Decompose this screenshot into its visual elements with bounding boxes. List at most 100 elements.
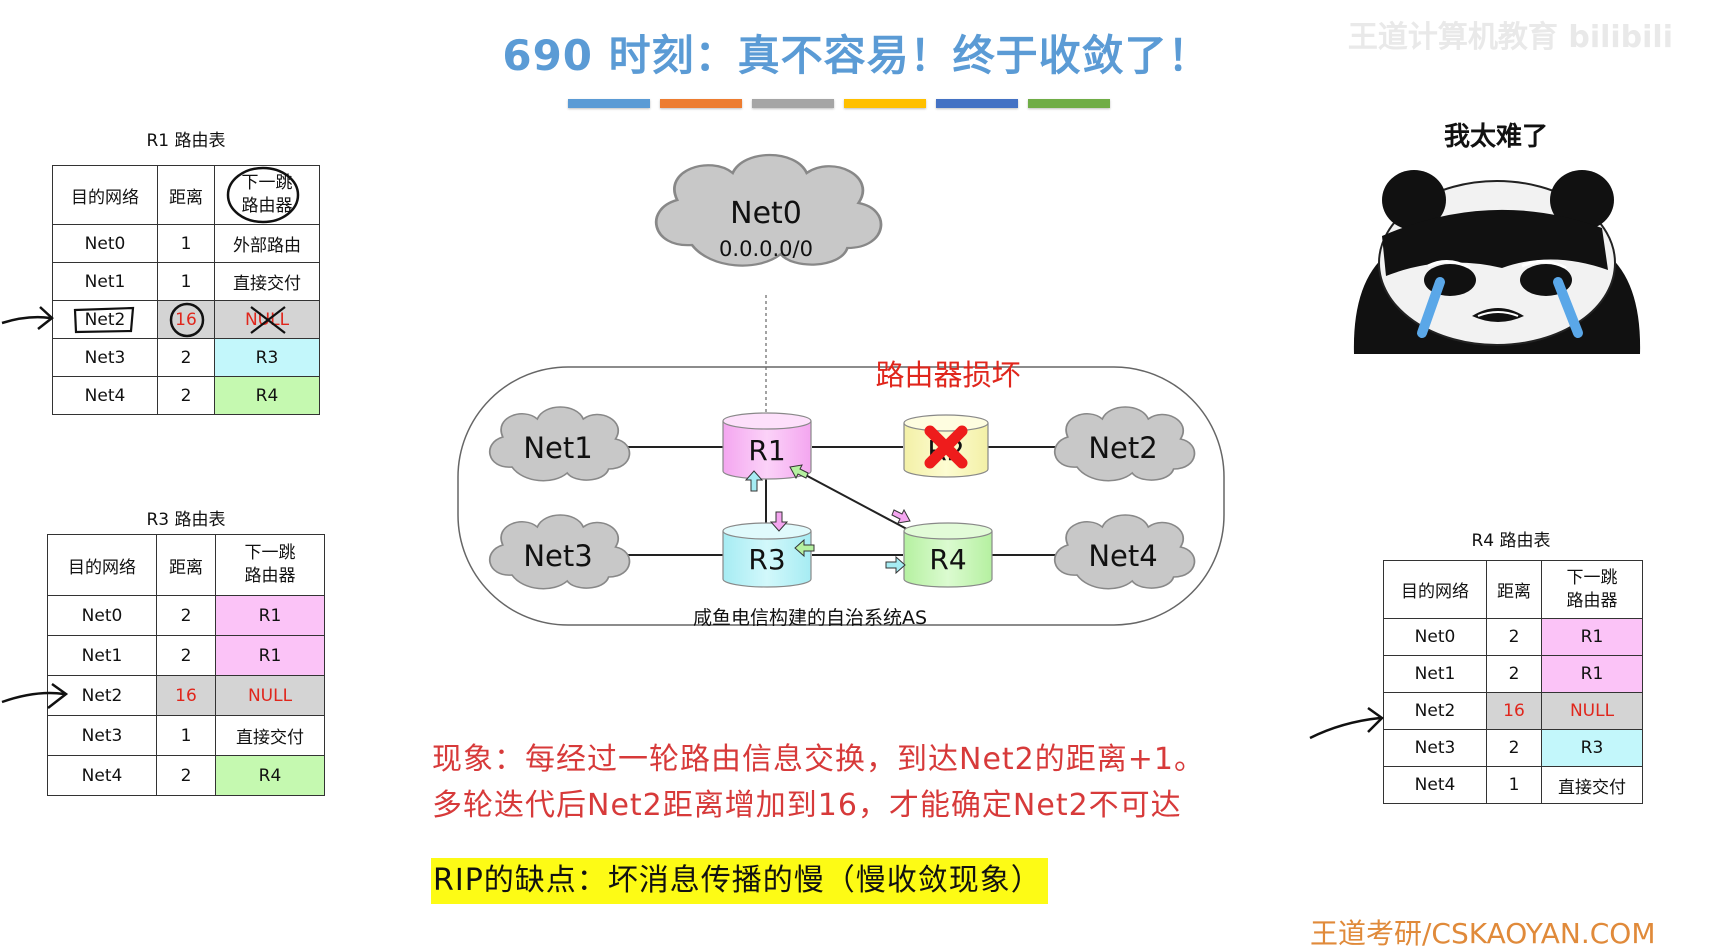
color-bar-seg xyxy=(660,99,742,108)
broken-x-icon xyxy=(924,425,968,469)
footer-brand: 王道考研/CSKAOYAN.COM xyxy=(1310,917,1656,950)
cell: 直接交付 xyxy=(214,262,320,301)
router-r3 xyxy=(722,522,812,588)
net1-label: Net1 xyxy=(523,431,592,465)
cell: Net0 xyxy=(1383,618,1487,656)
cell: 2 xyxy=(1486,729,1542,767)
r3-table-caption: R3 路由表 xyxy=(146,510,226,530)
link xyxy=(797,470,919,536)
update-arrow-icon xyxy=(744,470,764,492)
panda-caption: 我太难了 xyxy=(1444,122,1549,152)
circle-annotation-icon xyxy=(226,166,300,224)
table-row: Net0 2 R1 xyxy=(47,595,325,636)
update-arrow-icon xyxy=(769,511,789,532)
cell: Net4 xyxy=(1383,766,1487,804)
cross-out-icon xyxy=(250,306,286,334)
color-bar-seg xyxy=(844,99,926,108)
cell: 2 xyxy=(157,338,215,377)
update-arrow-icon xyxy=(789,464,809,480)
as-label: 咸鱼电信构建的自治系统AS xyxy=(693,607,927,629)
cell: Net1 xyxy=(1383,655,1487,693)
table-row: Net2 16 NULL xyxy=(52,300,320,339)
net4-label: Net4 xyxy=(1088,539,1157,573)
watermark: 王道计算机教育 bilibili xyxy=(1347,20,1673,55)
router-r1 xyxy=(722,412,812,480)
cell: Net3 xyxy=(52,338,158,377)
r4-routing-table: 目的网络 距离 下一跳 路由器 Net0 2 R1 Net1 2 R1 Net2… xyxy=(1383,560,1643,804)
header-distance: 距离 xyxy=(156,534,216,596)
table-row: Net1 2 R1 xyxy=(1383,655,1643,693)
header-next-hop: 下一跳 路由器 xyxy=(214,165,320,225)
cell: 外部路由 xyxy=(214,224,320,263)
update-arrow-icon xyxy=(885,555,906,575)
cell: 1 xyxy=(157,262,215,301)
router-r4 xyxy=(903,522,993,588)
cell: R4 xyxy=(215,755,325,796)
cell: R1 xyxy=(1541,618,1643,656)
title-number: 690 xyxy=(502,31,594,80)
table-row: Net4 2 R4 xyxy=(52,376,320,415)
cell: 16 xyxy=(157,300,215,339)
r4-table-caption: R4 路由表 xyxy=(1471,531,1551,551)
pointer-arrow-icon xyxy=(1,682,69,709)
header-dest: 目的网络 xyxy=(1383,560,1487,619)
table-row: Net4 2 R4 xyxy=(47,755,325,796)
cell: 1 xyxy=(156,715,216,756)
router-r3-label: R3 xyxy=(748,543,785,576)
net3-label: Net3 xyxy=(523,539,592,573)
rip-defect-highlight: RIP的缺点：坏消息传播的慢（慢收敛现象） xyxy=(431,858,1048,904)
title-color-bar xyxy=(568,99,1110,109)
header-next-hop: 下一跳 路由器 xyxy=(1541,560,1643,619)
update-arrow-icon xyxy=(794,538,815,558)
header-next-hop: 下一跳 路由器 xyxy=(215,534,325,596)
table-row: Net3 1 直接交付 xyxy=(47,715,325,756)
cell: 2 xyxy=(1486,655,1542,693)
cell: R1 xyxy=(215,635,325,676)
cell: R3 xyxy=(214,338,320,377)
cell: 16 xyxy=(1486,692,1542,730)
table-row: Net2 16 NULL xyxy=(1383,692,1643,730)
net0-address: 0.0.0.0/0 xyxy=(719,237,813,261)
table-row: Net1 1 直接交付 xyxy=(52,262,320,301)
header-distance: 距离 xyxy=(1486,560,1542,619)
cell: Net3 xyxy=(47,715,157,756)
crying-panda-icon xyxy=(1353,170,1641,354)
as-boundary xyxy=(457,366,1225,626)
cell: R4 xyxy=(214,376,320,415)
table-row: Net2 16 NULL xyxy=(47,675,325,716)
header-dest: 目的网络 xyxy=(47,534,157,596)
table-row: Net4 1 直接交付 xyxy=(1383,766,1643,804)
router-r1-label: R1 xyxy=(748,434,785,467)
circle-annotation-icon xyxy=(169,302,205,338)
pointer-arrow-icon xyxy=(1309,706,1384,740)
router-r4-label: R4 xyxy=(929,543,966,576)
cell: 直接交付 xyxy=(215,715,325,756)
header-next-hop-text: 下一跳 路由器 xyxy=(241,173,293,216)
color-bar-seg xyxy=(568,99,650,108)
table-row: Net3 2 R3 xyxy=(1383,729,1643,767)
cell: NULL xyxy=(215,675,325,716)
cell: 2 xyxy=(156,755,216,796)
r3-routing-table: 目的网络 距离 下一跳 路由器 Net0 2 R1 Net1 2 R1 Net2… xyxy=(47,534,325,796)
phenomenon-text: 现象：每经过一轮路由信息交换，到达Net2的距离+1。 多轮迭代后Net2距离增… xyxy=(432,737,1205,829)
r1-routing-table: 目的网络 距离 下一跳 路由器 Net0 1 外部路由 Net1 1 直接交付 … xyxy=(52,165,320,415)
cell: 16 xyxy=(156,675,216,716)
cell: Net3 xyxy=(1383,729,1487,767)
table-row: Net0 1 外部路由 xyxy=(52,224,320,263)
cell: 2 xyxy=(1486,618,1542,656)
header-dest: 目的网络 xyxy=(52,165,158,225)
color-bar-seg xyxy=(936,99,1018,108)
cell: NULL xyxy=(214,300,320,339)
r1-table-caption: R1 路由表 xyxy=(146,131,226,151)
broken-router-label: 路由器损坏 xyxy=(875,358,1020,392)
net2-label: Net2 xyxy=(1088,431,1157,465)
network-diagram: Net0 0.0.0.0/0 Net1 Net2 Net3 Net4 R1 R2… xyxy=(457,153,1225,629)
cell: Net1 xyxy=(47,635,157,676)
color-bar-seg xyxy=(752,99,834,108)
cell: Net2 xyxy=(1383,692,1487,730)
cell: 2 xyxy=(157,376,215,415)
cell-text: 16 xyxy=(175,309,197,330)
table-row: Net1 2 R1 xyxy=(47,635,325,676)
table-row: Net3 2 R3 xyxy=(52,338,320,377)
cell: Net1 xyxy=(52,262,158,301)
